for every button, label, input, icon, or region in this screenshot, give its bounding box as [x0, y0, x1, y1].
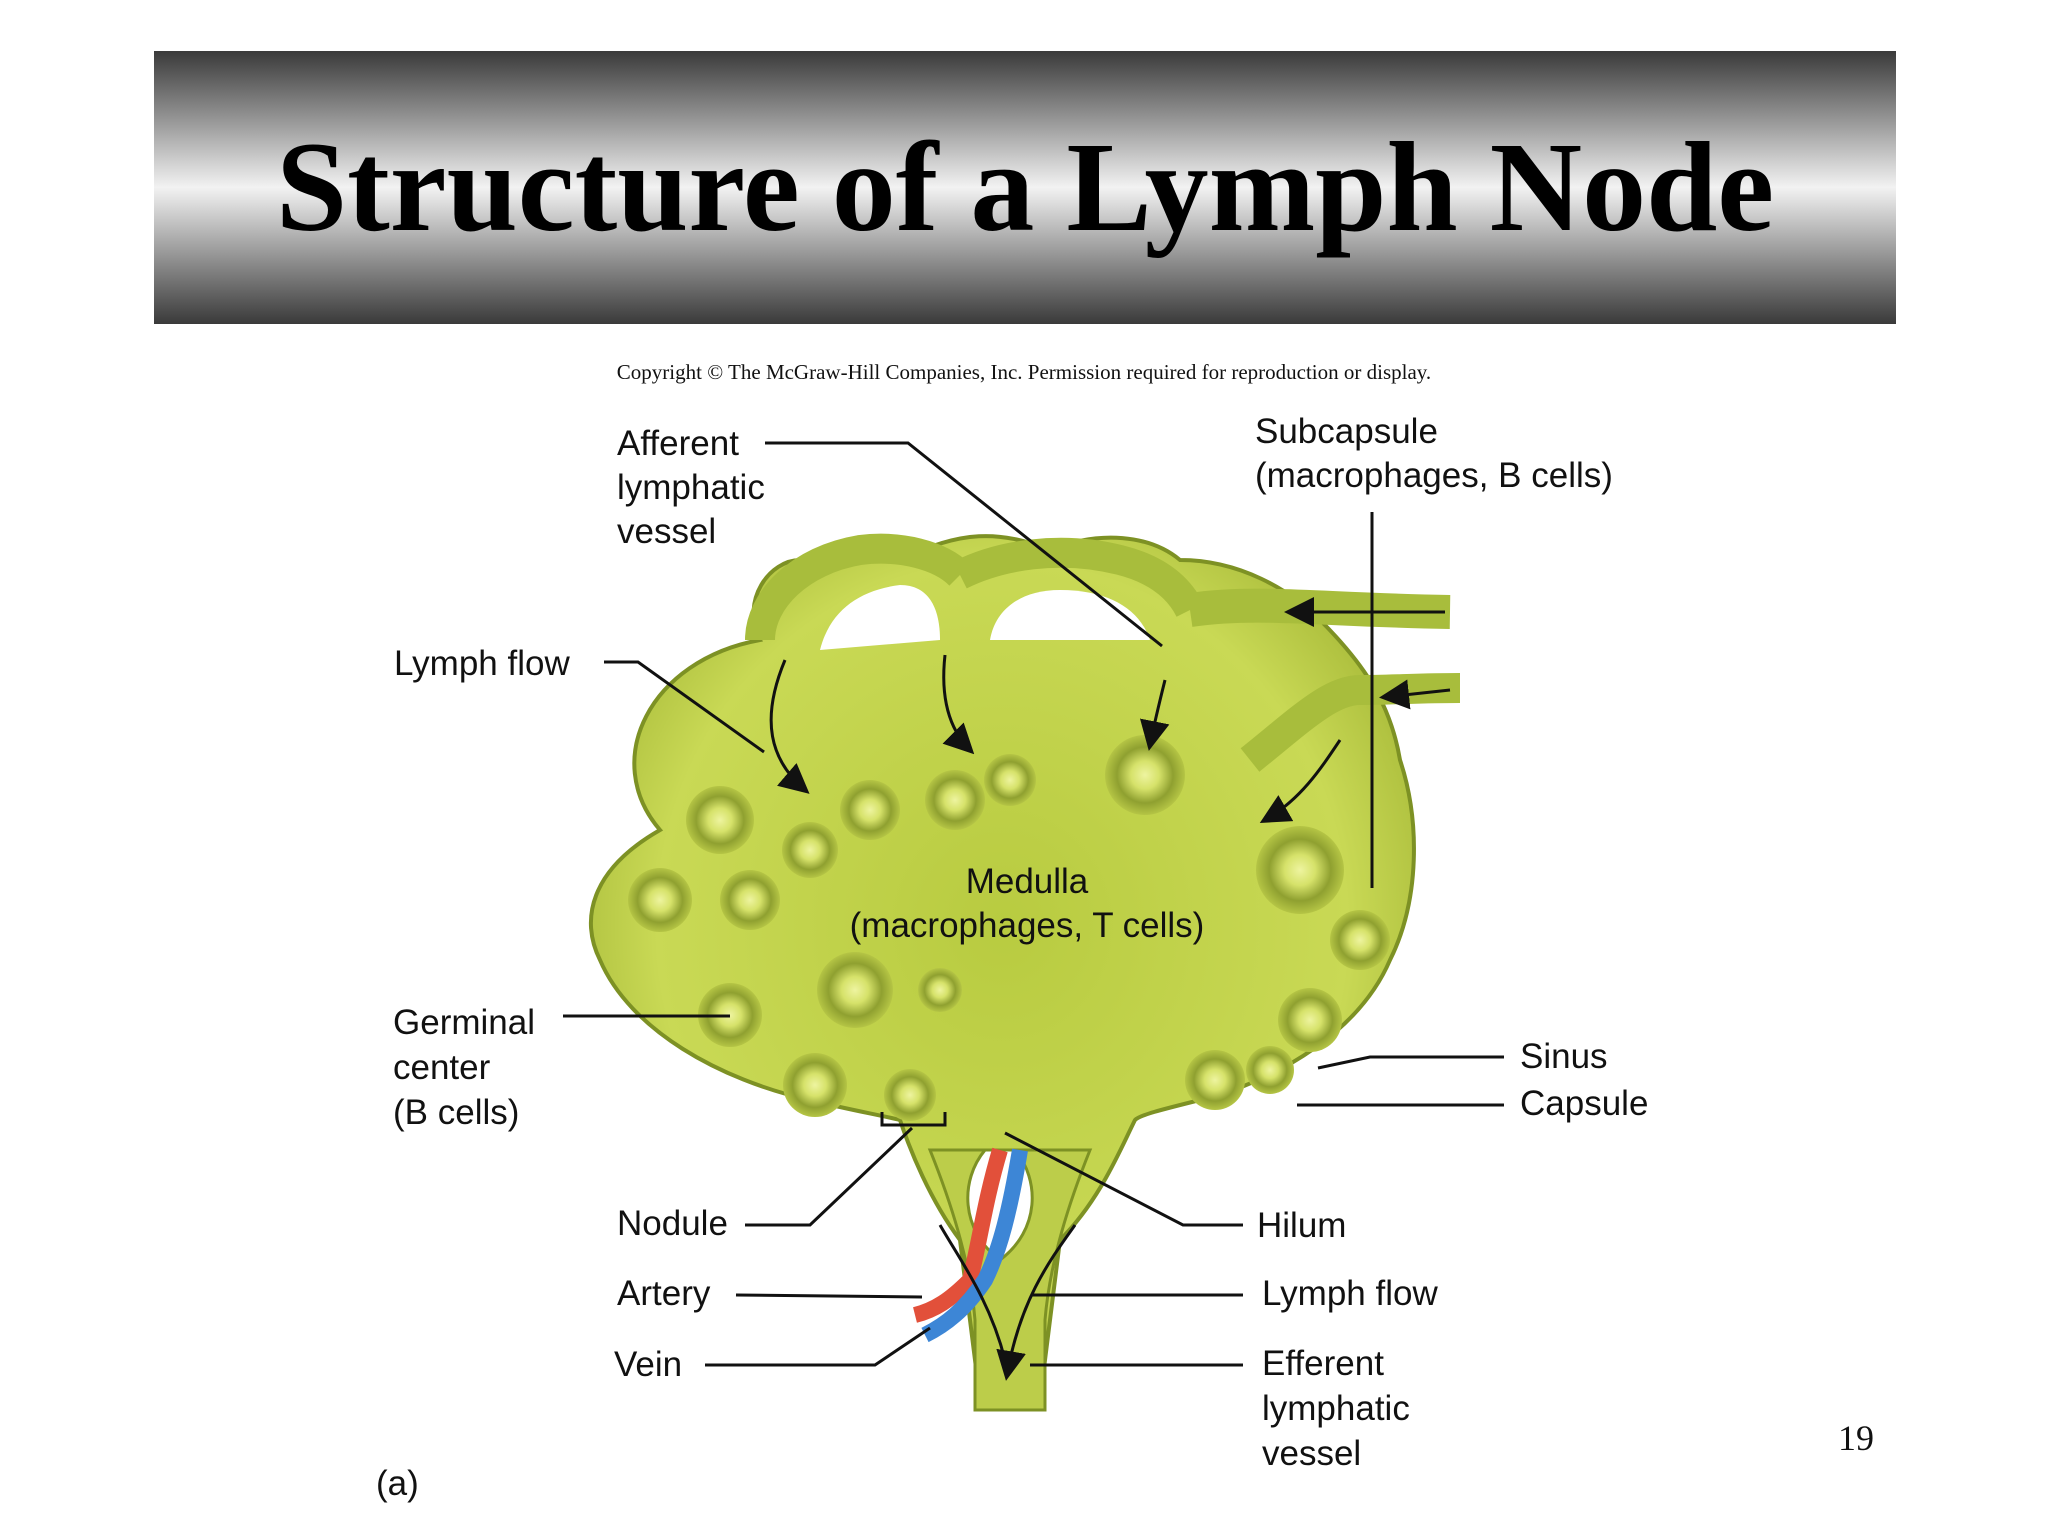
figure-label: (a): [376, 1464, 419, 1503]
afferent-vessel-left: [745, 533, 971, 642]
flow-arrow: [1139, 679, 1170, 751]
nodule: [1185, 1050, 1245, 1110]
gap-1: [820, 585, 940, 650]
nodule-bracket: [880, 1112, 947, 1127]
label-germinal-line1: Germinal: [393, 1003, 535, 1042]
label-germinal-line2: center: [393, 1048, 491, 1087]
leader-lines: [563, 441, 1504, 1367]
page-number: 19: [1838, 1418, 1874, 1458]
label-artery: Artery: [617, 1274, 711, 1313]
label-hilum: Hilum: [1257, 1206, 1346, 1245]
label-nodule: Nodule: [617, 1204, 728, 1243]
label-vein: Vein: [614, 1345, 682, 1384]
nodule: [1330, 910, 1390, 970]
afferent-vessel-middle: [953, 537, 1204, 618]
label-efferent-line2: lymphatic: [1262, 1389, 1410, 1428]
labels: Afferent lymphatic vessel Subcapsule (ma…: [376, 412, 1648, 1503]
flow-arrow: [942, 654, 975, 755]
nodule: [720, 870, 780, 930]
afferent-vessel-lower-right: [1240, 673, 1461, 772]
nodule: [783, 1053, 847, 1117]
nodule: [1256, 826, 1344, 914]
label-afferent-line3: vessel: [617, 512, 716, 551]
hilum-leader: [1004, 1131, 1243, 1227]
nodule: [1105, 735, 1185, 815]
sinus-leader: [1317, 1055, 1504, 1070]
nodule: [925, 770, 985, 830]
label-afferent-line2: lymphatic: [617, 468, 765, 507]
label-subcapsule-line1: Subcapsule: [1255, 412, 1438, 451]
gap-2: [990, 590, 1150, 640]
label-capsule: Capsule: [1520, 1084, 1648, 1123]
afferent-leader: [765, 441, 1163, 648]
nodule-leader: [745, 1126, 914, 1227]
slide-title: Structure of a Lymph Node: [275, 116, 1775, 258]
nodule: [1278, 988, 1342, 1052]
lymph-flow-top-leader: [604, 660, 765, 754]
copyright-notice: Copyright © The McGraw-Hill Companies, I…: [616, 360, 1432, 384]
label-subcapsule-line2: (macrophages, B cells): [1255, 456, 1613, 495]
vein-vessel: [921, 1148, 1028, 1343]
artery-leader: [735, 1293, 923, 1299]
label-germinal-line3: (B cells): [393, 1093, 519, 1132]
flow-arrows: [769, 597, 1451, 1381]
label-efferent-line1: Efferent: [1262, 1344, 1384, 1383]
title-bar: Structure of a Lymph Node: [154, 51, 1896, 324]
label-medulla-line1: Medulla: [966, 862, 1089, 901]
nodule: [817, 952, 893, 1028]
flow-arrow: [769, 659, 810, 794]
nodule: [918, 968, 962, 1012]
flow-arrow: [996, 1224, 1077, 1381]
nodule: [984, 754, 1036, 806]
label-efferent-line3: vessel: [1262, 1434, 1361, 1473]
label-sinus: Sinus: [1520, 1037, 1608, 1076]
label-afferent-line1: Afferent: [617, 424, 739, 463]
label-lymph-flow-top: Lymph flow: [394, 644, 570, 683]
vein-leader: [705, 1326, 931, 1367]
label-medulla-line2: (macrophages, T cells): [850, 906, 1205, 945]
nodule: [884, 1069, 936, 1121]
label-lymph-flow-bottom: Lymph flow: [1262, 1274, 1438, 1313]
nodule: [782, 822, 838, 878]
nodule: [1246, 1046, 1294, 1094]
nodules: [628, 735, 1390, 1121]
nodule: [840, 780, 900, 840]
flow-arrow: [1379, 679, 1451, 710]
flow-arrow: [1259, 739, 1342, 823]
flow-arrow: [938, 1224, 1007, 1361]
nodule: [628, 868, 692, 932]
nodule: [686, 786, 754, 854]
